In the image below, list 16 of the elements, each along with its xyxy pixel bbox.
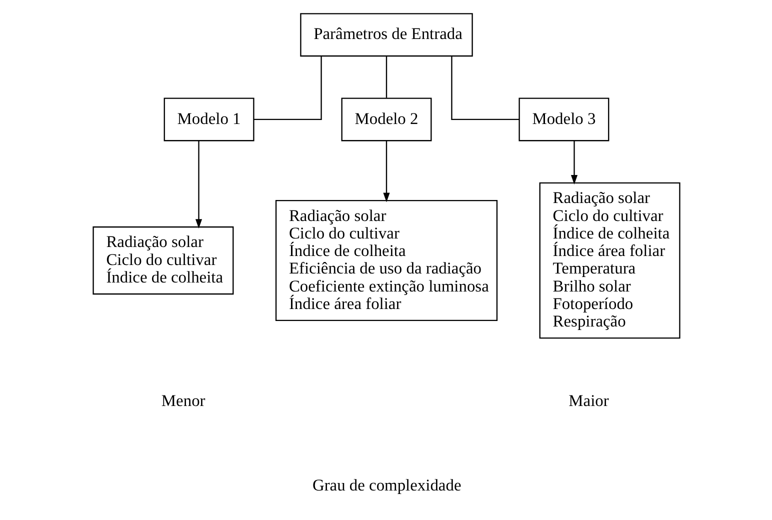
connector bbox=[253, 56, 322, 120]
arrow bbox=[570, 140, 578, 184]
label: Menor bbox=[160, 390, 205, 410]
node-box: Radiação solar Ciclo do cultivar Índice de colheita Eficiência de uso da radiação Coeficiente extinção luminosa Índice área foliar bbox=[274, 199, 498, 321]
arrow bbox=[382, 140, 390, 202]
node-box: Radiação solar Ciclo do cultivar Índice de colheita Índice área foliar Temperatura Brilho solar Fotoperíodo Respiração bbox=[538, 182, 680, 338]
node-box: Modelo 1 bbox=[163, 97, 254, 141]
label: Maior bbox=[568, 390, 608, 410]
label: Grau de complexidade bbox=[312, 474, 461, 494]
node-box: Modelo 2 bbox=[340, 97, 432, 141]
connector bbox=[385, 56, 387, 98]
node-box: Modelo 3 bbox=[518, 97, 609, 141]
arrow bbox=[194, 140, 202, 228]
node-box: Parâmetros de Entrada bbox=[300, 12, 472, 56]
node-box: Radiação solar Ciclo do cultivar Índice de colheita bbox=[92, 226, 234, 294]
connector bbox=[450, 56, 519, 120]
